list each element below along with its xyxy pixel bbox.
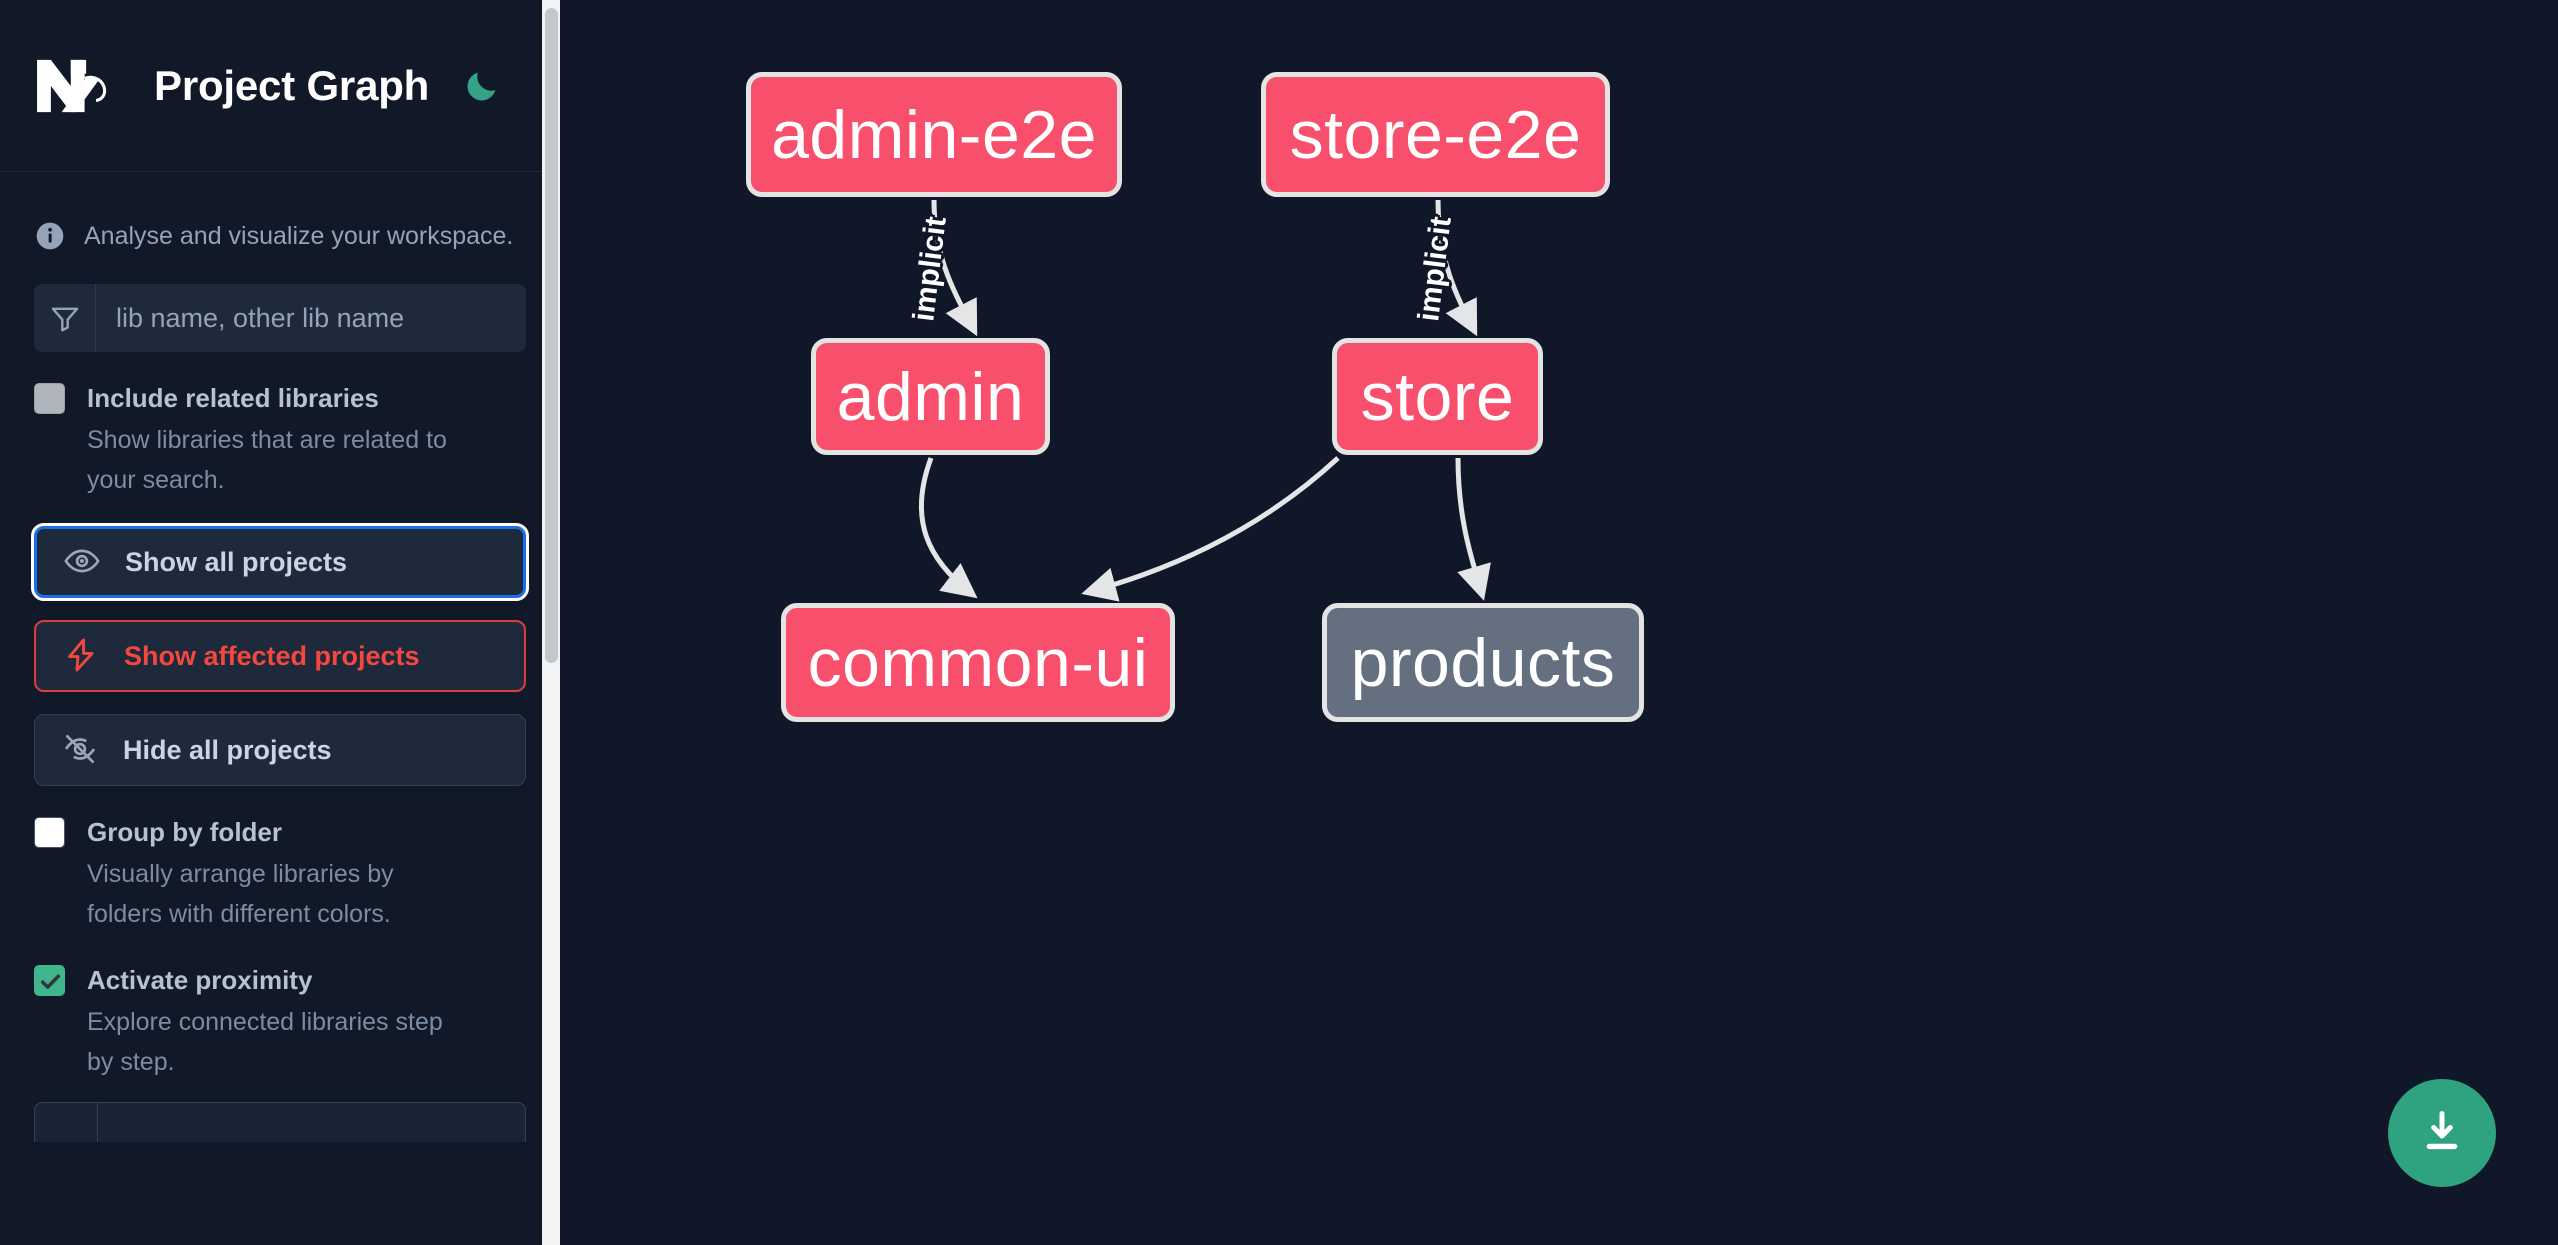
projects-button-group: Show all projects Show affected projects [0, 500, 560, 786]
download-icon [2415, 1105, 2469, 1162]
divider [97, 1103, 98, 1142]
option-activate-proximity: Activate proximity Explore connected lib… [0, 934, 560, 1082]
graph-node-store-e2e[interactable]: store-e2e [1261, 72, 1610, 197]
graph-node-products[interactable]: products [1322, 603, 1644, 722]
include-related-description: Show libraries that are related to your … [87, 426, 447, 494]
graph-edges [918, 199, 1491, 602]
option-group-by-folder: Group by folder Visually arrange librari… [0, 786, 560, 934]
graph-node-admin[interactable]: admin [811, 338, 1050, 455]
hide-all-projects-button[interactable]: Hide all projects [34, 714, 526, 786]
group-by-folder-description: Visually arrange libraries by folders wi… [87, 860, 394, 928]
bottom-control-peek[interactable] [34, 1102, 526, 1142]
graph-node-admin-e2e[interactable]: admin-e2e [746, 72, 1122, 197]
search-input[interactable] [96, 284, 526, 352]
sidebar-scrollbar-thumb[interactable] [545, 8, 558, 663]
hide-all-projects-label: Hide all projects [123, 734, 332, 765]
node-label: admin-e2e [771, 96, 1097, 173]
show-affected-projects-label: Show affected projects [124, 640, 420, 671]
include-related-label: Include related libraries [87, 383, 379, 413]
workspace-tagline: Analyse and visualize your workspace. [0, 172, 560, 262]
sidebar-header: Project Graph [0, 0, 560, 172]
activate-proximity-label: Activate proximity [87, 965, 313, 995]
node-label: admin [836, 358, 1025, 435]
group-by-folder-checkbox[interactable] [34, 817, 65, 848]
activate-proximity-description: Explore connected libraries step by step… [87, 1008, 443, 1076]
graph-canvas[interactable]: admin-e2e store-e2e admin store common-u… [560, 0, 2558, 1245]
group-by-folder-label: Group by folder [87, 817, 282, 847]
sidebar: Project Graph Analyse and visualize yo [0, 0, 560, 1245]
page-title: Project Graph [154, 61, 430, 109]
edge-store-to-common-ui [1081, 456, 1340, 602]
show-all-projects-label: Show all projects [125, 546, 348, 577]
edge-store-to-products [1455, 457, 1491, 601]
activate-proximity-checkbox[interactable] [34, 965, 65, 996]
graph-node-common-ui[interactable]: common-ui [781, 603, 1175, 722]
node-label: common-ui [807, 624, 1149, 701]
nx-logo [34, 55, 126, 117]
show-affected-projects-button[interactable]: Show affected projects [34, 620, 526, 692]
edge-admin-e2e-to-admin [931, 199, 978, 337]
lightning-bolt-icon [62, 636, 100, 677]
moon-icon[interactable] [459, 63, 505, 109]
filter-bar [34, 284, 526, 352]
node-label: store-e2e [1289, 96, 1582, 173]
option-include-related: Include related libraries Show libraries… [0, 352, 560, 500]
include-related-checkbox[interactable] [34, 383, 65, 414]
eye-off-icon [61, 730, 99, 771]
filter-funnel-icon [34, 284, 96, 352]
node-label: store [1360, 358, 1515, 435]
tagline-text: Analyse and visualize your workspace. [84, 221, 514, 250]
node-label: products [1350, 624, 1616, 701]
info-icon [34, 220, 66, 252]
graph-node-store[interactable]: store [1332, 338, 1543, 455]
sidebar-scrollbar[interactable] [542, 0, 560, 1245]
edge-store-e2e-to-store [1435, 199, 1478, 337]
show-all-projects-button[interactable]: Show all projects [31, 523, 529, 601]
edge-admin-to-common-ui [918, 457, 978, 599]
eye-icon [63, 542, 101, 583]
download-button[interactable] [2388, 1079, 2496, 1187]
